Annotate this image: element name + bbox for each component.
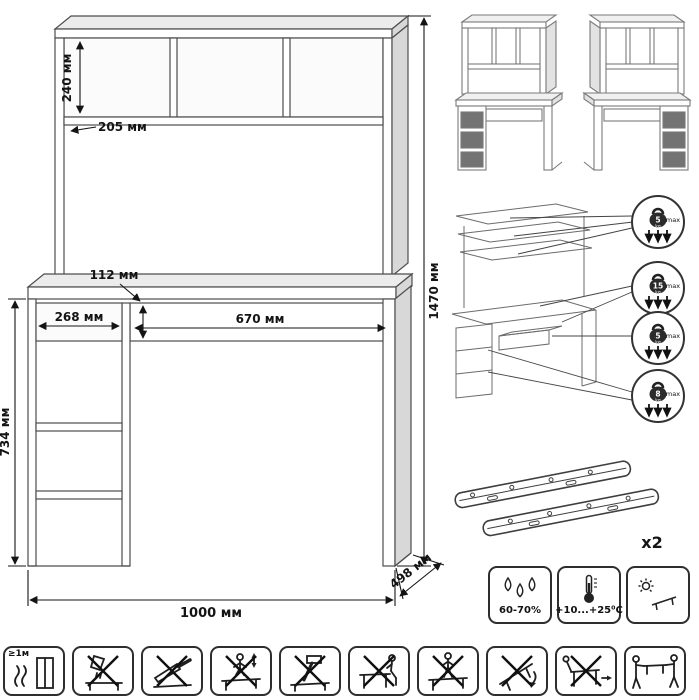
no-hammering-icon bbox=[290, 655, 330, 692]
pictogram-no-standing bbox=[417, 646, 479, 696]
load-callout-4: 8 kg max bbox=[631, 369, 685, 423]
pictogram-no-sitting bbox=[348, 646, 410, 696]
dim-underdesk-height: 734 мм bbox=[0, 408, 12, 457]
load-weight: 5 bbox=[655, 216, 660, 225]
load-weight: 8 bbox=[655, 390, 660, 399]
load-unit: kg bbox=[655, 290, 661, 296]
desk-outline bbox=[26, 14, 414, 568]
front-technical-drawing-svg: 240 мм 205 мм 1470 мм 734 мм 112 мм 268 … bbox=[0, 14, 445, 621]
load-unit: kg bbox=[655, 340, 661, 346]
no-standing-icon bbox=[428, 652, 468, 691]
water-drops-icon bbox=[504, 576, 536, 598]
exploded-view-svg: 5 kg max 15 kg max 5 kg max bbox=[451, 195, 685, 423]
no-cutting-icon bbox=[153, 655, 192, 688]
dim-drawer-width: 670 мм bbox=[236, 312, 285, 326]
load-unit: kg bbox=[655, 398, 661, 404]
down-arrows-icon bbox=[644, 296, 672, 310]
exploded-view-with-load-ratings: 5 kg max 15 kg max 5 kg max bbox=[444, 186, 699, 436]
load-max-label: max bbox=[666, 282, 680, 290]
sunlight-tile bbox=[626, 566, 690, 624]
pictogram-no-jumping bbox=[210, 646, 272, 696]
callout-leader-lines bbox=[487, 215, 634, 401]
no-sitting-icon bbox=[359, 654, 397, 689]
no-jumping-icon bbox=[221, 653, 261, 691]
min-distance-label: ≥1м bbox=[8, 649, 30, 659]
pictogram-carry-two-people bbox=[624, 646, 686, 696]
humidity-tile: 60-70% bbox=[488, 566, 552, 624]
care-pictogram-strip: ≥1м bbox=[3, 646, 686, 696]
heat-distance-icon bbox=[14, 657, 54, 689]
load-max-label: max bbox=[666, 390, 680, 398]
load-callout-1: 5 kg max bbox=[631, 195, 685, 249]
kettlebell-icon bbox=[649, 273, 667, 294]
load-weight: 15 bbox=[653, 282, 663, 291]
humidity-label: 60-70% bbox=[498, 605, 541, 616]
load-unit: kg bbox=[655, 224, 661, 230]
exploded-desk-sketch bbox=[451, 203, 597, 399]
carry-two-people-icon bbox=[632, 654, 679, 689]
drawer-slides-svg: x2 bbox=[454, 460, 663, 552]
kettlebell-icon bbox=[649, 207, 667, 228]
pictogram-heat-distance: ≥1м bbox=[3, 646, 65, 696]
environment-conditions: 60-70% +10...+25⁰С bbox=[488, 566, 690, 624]
dim-drawer-front-height: 112 мм bbox=[90, 268, 139, 282]
sunlight-table-icon bbox=[638, 578, 677, 611]
orientation-variants bbox=[448, 12, 698, 180]
thermometer-icon bbox=[584, 574, 597, 603]
pictogram-no-hammering bbox=[279, 646, 341, 696]
down-arrows-icon bbox=[644, 346, 672, 360]
dim-shelf-depth: 205 мм bbox=[98, 120, 147, 134]
load-weight: 5 bbox=[655, 332, 660, 341]
no-dragging-icon bbox=[562, 655, 612, 687]
load-max-label: max bbox=[666, 216, 680, 224]
pictogram-no-dragging bbox=[555, 646, 617, 696]
dim-total-height: 1470 мм bbox=[427, 262, 441, 319]
temperature-tile: +10...+25⁰С bbox=[555, 566, 623, 624]
dimension-lines bbox=[8, 15, 445, 606]
load-callout-3: 5 kg max bbox=[631, 311, 685, 365]
dim-cabinet-width: 268 мм bbox=[55, 310, 104, 324]
drawer-slide-rail bbox=[482, 488, 660, 537]
variant-pedestal-left-thumbnail bbox=[454, 14, 564, 171]
kettlebell-icon bbox=[649, 323, 667, 344]
load-max-label: max bbox=[666, 332, 680, 340]
load-callout-2: 15 kg max bbox=[631, 261, 685, 315]
pictogram-no-tilting bbox=[486, 646, 548, 696]
drawer-slides-illustration: x2 bbox=[440, 436, 698, 564]
kettlebell-icon bbox=[649, 381, 667, 402]
pictogram-no-cutting bbox=[141, 646, 203, 696]
pictogram-no-liquids bbox=[72, 646, 134, 696]
drawer-slide-rail bbox=[454, 460, 632, 509]
temperature-label: +10...+25⁰С bbox=[555, 605, 623, 616]
down-arrows-icon bbox=[644, 404, 672, 418]
no-tilting-icon bbox=[499, 655, 537, 691]
down-arrows-icon bbox=[644, 230, 672, 244]
main-technical-drawing: 240 мм 205 мм 1470 мм 734 мм 112 мм 268 … bbox=[0, 8, 445, 640]
dim-shelf-height: 240 мм bbox=[60, 54, 74, 103]
no-liquids-icon bbox=[85, 654, 123, 691]
variant-pedestal-right-thumbnail bbox=[582, 14, 692, 171]
slides-count-label: x2 bbox=[641, 533, 662, 552]
dim-total-width: 1000 мм bbox=[180, 606, 242, 621]
